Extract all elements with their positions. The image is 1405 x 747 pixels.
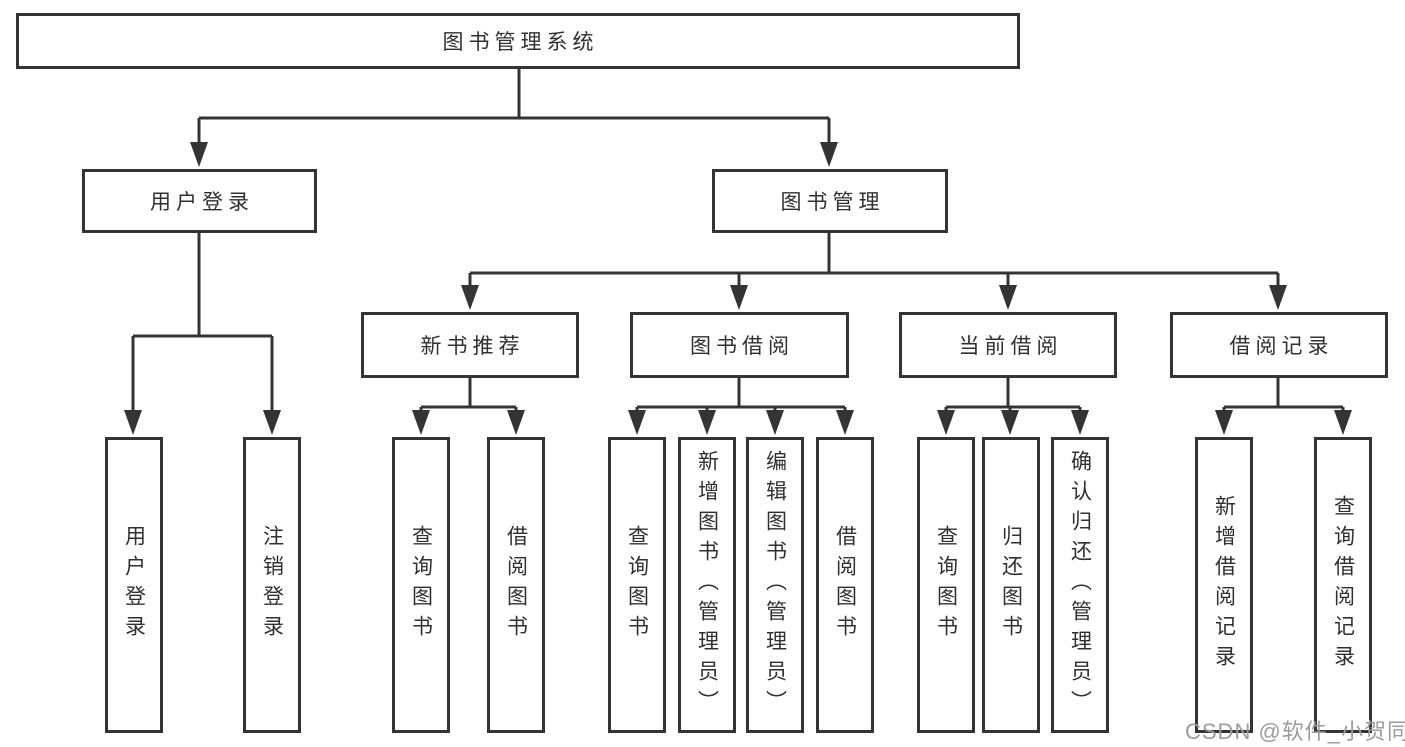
leaf-label: 编辑图书（管理员） xyxy=(763,450,787,720)
leaf-recommend-query-books: 查询图书 xyxy=(392,437,450,733)
leaf-label: 归还图书 xyxy=(999,525,1023,645)
arrow-down-icon xyxy=(730,285,748,310)
leaf-add-borrow-record: 新增借阅记录 xyxy=(1195,437,1253,733)
arrow-down-icon xyxy=(698,410,716,435)
connector-book-management-to-groups xyxy=(461,233,1287,310)
arrow-down-icon xyxy=(766,410,784,435)
leaf-return-books: 归还图书 xyxy=(982,437,1040,733)
leaf-label: 注销登录 xyxy=(260,525,284,645)
leaf-label: 借阅图书 xyxy=(504,525,528,645)
leaf-label: 借阅图书 xyxy=(833,525,857,645)
leaf-label: 查询图书 xyxy=(934,525,958,645)
node-user-login: 用户登录 xyxy=(82,169,317,233)
leaf-label: 新增借阅记录 xyxy=(1212,495,1236,675)
arrow-down-icon xyxy=(836,410,854,435)
leaf-user-login: 用户登录 xyxy=(105,437,163,733)
arrow-down-icon xyxy=(461,285,479,310)
leaf-edit-books-admin: 编辑图书（管理员） xyxy=(746,437,804,733)
leaf-borrow-query-books: 查询图书 xyxy=(608,437,666,733)
node-borrow-records: 借阅记录 xyxy=(1170,312,1388,378)
arrow-down-icon xyxy=(263,410,281,435)
leaf-recommend-borrow-books: 借阅图书 xyxy=(487,437,545,733)
arrow-down-icon xyxy=(628,410,646,435)
connector-current-borrow-group xyxy=(937,378,1089,435)
connector-book-borrow-group xyxy=(628,378,854,435)
watermark: CSDN @软件_小贺同学 xyxy=(1185,719,1405,744)
node-root: 图书管理系统 xyxy=(16,13,1020,69)
leaf-confirm-return-admin: 确认归还（管理员） xyxy=(1051,437,1109,733)
leaf-add-books-admin: 新增图书（管理员） xyxy=(678,437,736,733)
arrow-down-icon xyxy=(507,410,525,435)
arrow-down-icon xyxy=(1269,285,1287,310)
leaf-label: 查询图书 xyxy=(409,525,433,645)
node-current-borrow: 当前借阅 xyxy=(899,312,1117,378)
node-book-management: 图书管理 xyxy=(712,169,948,233)
connector-root-to-level2 xyxy=(190,69,838,167)
arrow-down-icon xyxy=(412,410,430,435)
leaf-logout: 注销登录 xyxy=(243,437,301,733)
arrow-down-icon xyxy=(937,410,955,435)
node-new-book-recommend: 新书推荐 xyxy=(361,312,579,378)
leaf-label: 确认归还（管理员） xyxy=(1068,450,1092,720)
leaf-label: 新增图书（管理员） xyxy=(695,450,719,720)
arrow-down-icon xyxy=(820,142,838,167)
leaf-query-borrow-record: 查询借阅记录 xyxy=(1314,437,1372,733)
connector-new-book-recommend-group xyxy=(412,378,525,435)
node-book-borrow: 图书借阅 xyxy=(630,312,849,378)
arrow-down-icon xyxy=(999,285,1017,310)
leaf-label: 查询借阅记录 xyxy=(1331,495,1355,675)
arrow-down-icon xyxy=(190,142,208,167)
arrow-down-icon xyxy=(124,410,142,435)
leaf-borrow-books: 借阅图书 xyxy=(816,437,874,733)
leaf-label: 查询图书 xyxy=(625,525,649,645)
connector-user-login-branch xyxy=(124,233,281,435)
arrow-down-icon xyxy=(1334,410,1352,435)
leaf-current-query-books: 查询图书 xyxy=(917,437,975,733)
arrow-down-icon xyxy=(1071,410,1089,435)
arrow-down-icon xyxy=(1001,410,1019,435)
arrow-down-icon xyxy=(1215,410,1233,435)
leaf-label: 用户登录 xyxy=(122,525,146,645)
connector-borrow-records-group xyxy=(1215,378,1352,435)
